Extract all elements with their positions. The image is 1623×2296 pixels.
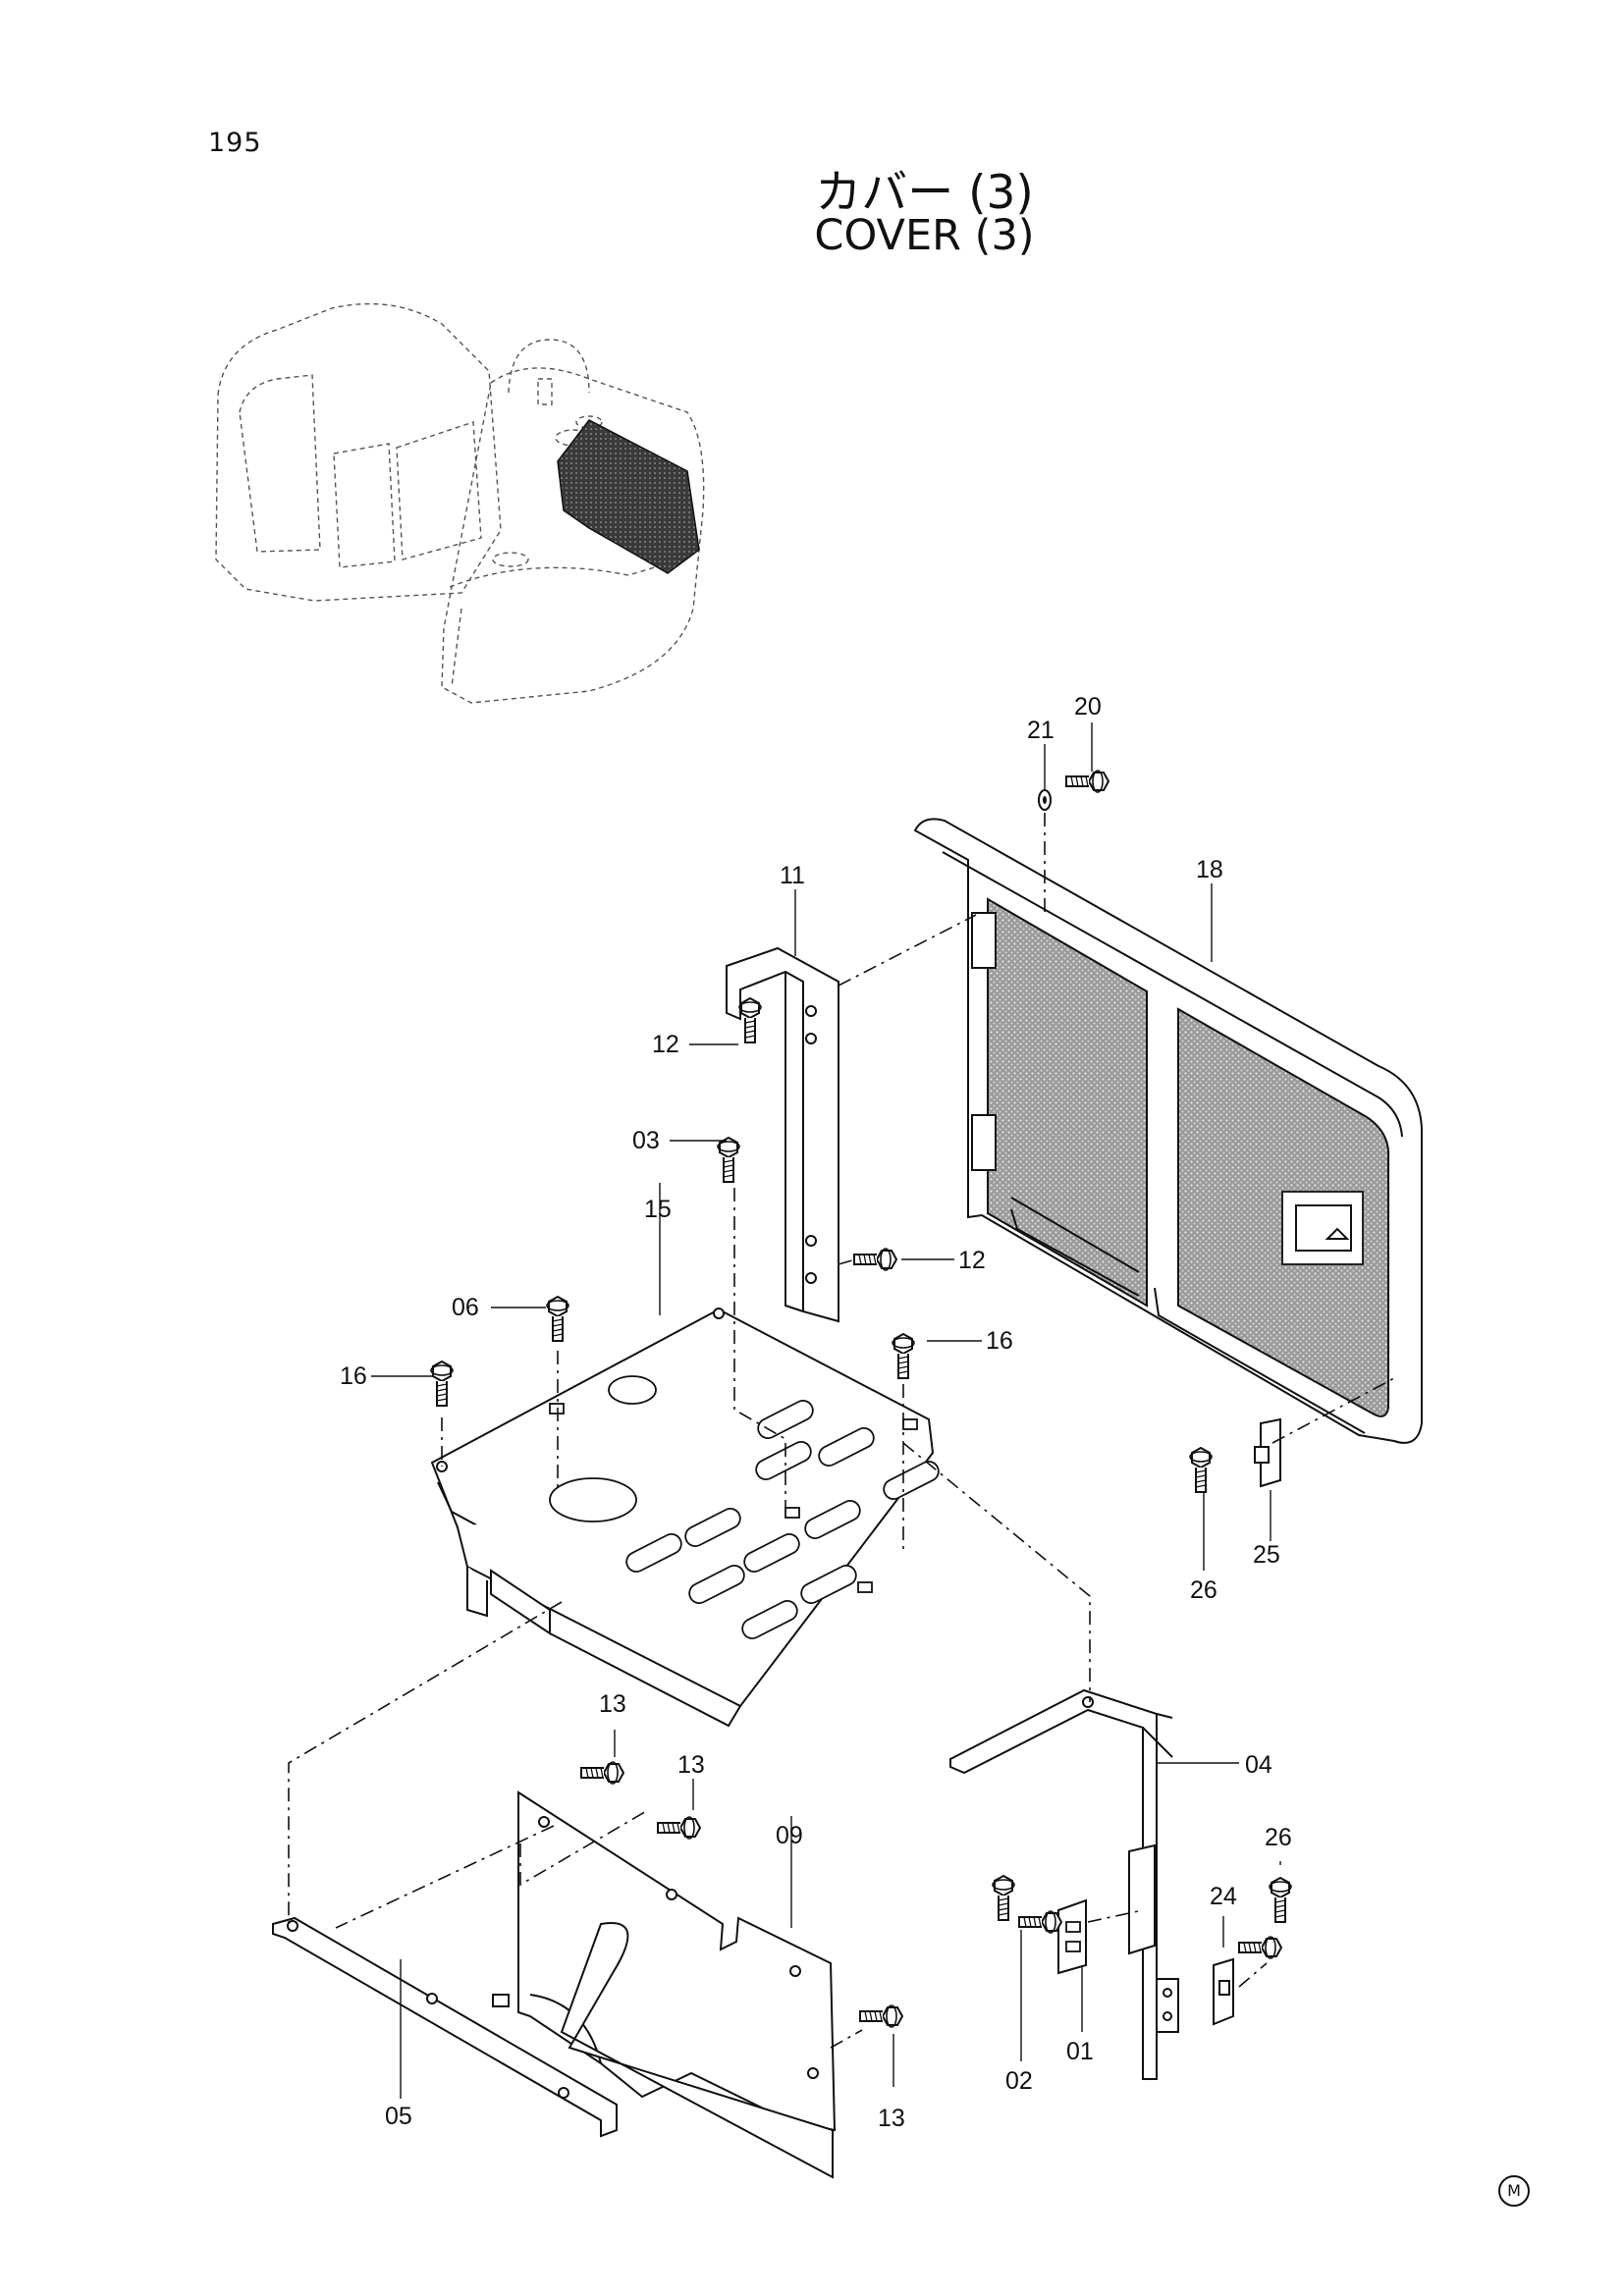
callout-11: 11: [780, 862, 805, 889]
part-25-clip: [1254, 1417, 1281, 1488]
part-09-side-plate: [517, 1790, 837, 2179]
washer-icon: [1038, 789, 1052, 811]
callout-26-upper: 26: [1190, 1576, 1217, 1604]
callout-12-upper: 12: [652, 1031, 679, 1058]
callout-24: 24: [1210, 1883, 1237, 1910]
part-01-bracket: [1057, 1898, 1087, 1975]
callout-02: 02: [1005, 2067, 1033, 2095]
page-title-english: COVER (3): [814, 211, 1035, 260]
part-24-clip: [1213, 1957, 1234, 2026]
callouts: 11 12 03 15 06 16 16 12 18 20 21 25 26 0…: [340, 693, 1292, 2132]
callout-04: 04: [1245, 1751, 1272, 1779]
callout-13-bottom: 13: [878, 2105, 905, 2132]
part-15-floor-plate: [430, 1308, 940, 1728]
part-18-mesh-door: [913, 818, 1423, 1444]
part-05-base-rail: [272, 1916, 618, 2138]
callout-09: 09: [776, 1822, 803, 1849]
callout-05: 05: [385, 2103, 412, 2130]
callout-21: 21: [1027, 717, 1055, 744]
callout-20: 20: [1074, 693, 1102, 721]
callout-16-right: 16: [986, 1327, 1013, 1355]
part-04-frame: [949, 1688, 1179, 2080]
callout-12-lower: 12: [958, 1247, 986, 1274]
m-mark-icon: M: [1498, 2175, 1530, 2207]
callout-18: 18: [1196, 856, 1223, 883]
excavator-overview-icon: [215, 302, 705, 704]
callout-26-lower: 26: [1265, 1824, 1292, 1851]
callout-15: 15: [644, 1196, 672, 1223]
callout-16-left: 16: [340, 1362, 367, 1390]
callout-13-middle: 13: [677, 1751, 705, 1779]
page-title-japanese: カバー (3): [815, 166, 1034, 220]
page-number: 195: [208, 128, 262, 158]
callout-13-top: 13: [599, 1690, 626, 1718]
callout-03: 03: [632, 1127, 660, 1154]
part-11-bracket: [726, 946, 839, 1323]
leader-lines: [371, 722, 1281, 2099]
callout-25: 25: [1253, 1541, 1280, 1569]
assembly-lines: [288, 813, 1395, 2049]
callout-06: 06: [452, 1294, 479, 1321]
callout-01: 01: [1066, 2038, 1094, 2065]
